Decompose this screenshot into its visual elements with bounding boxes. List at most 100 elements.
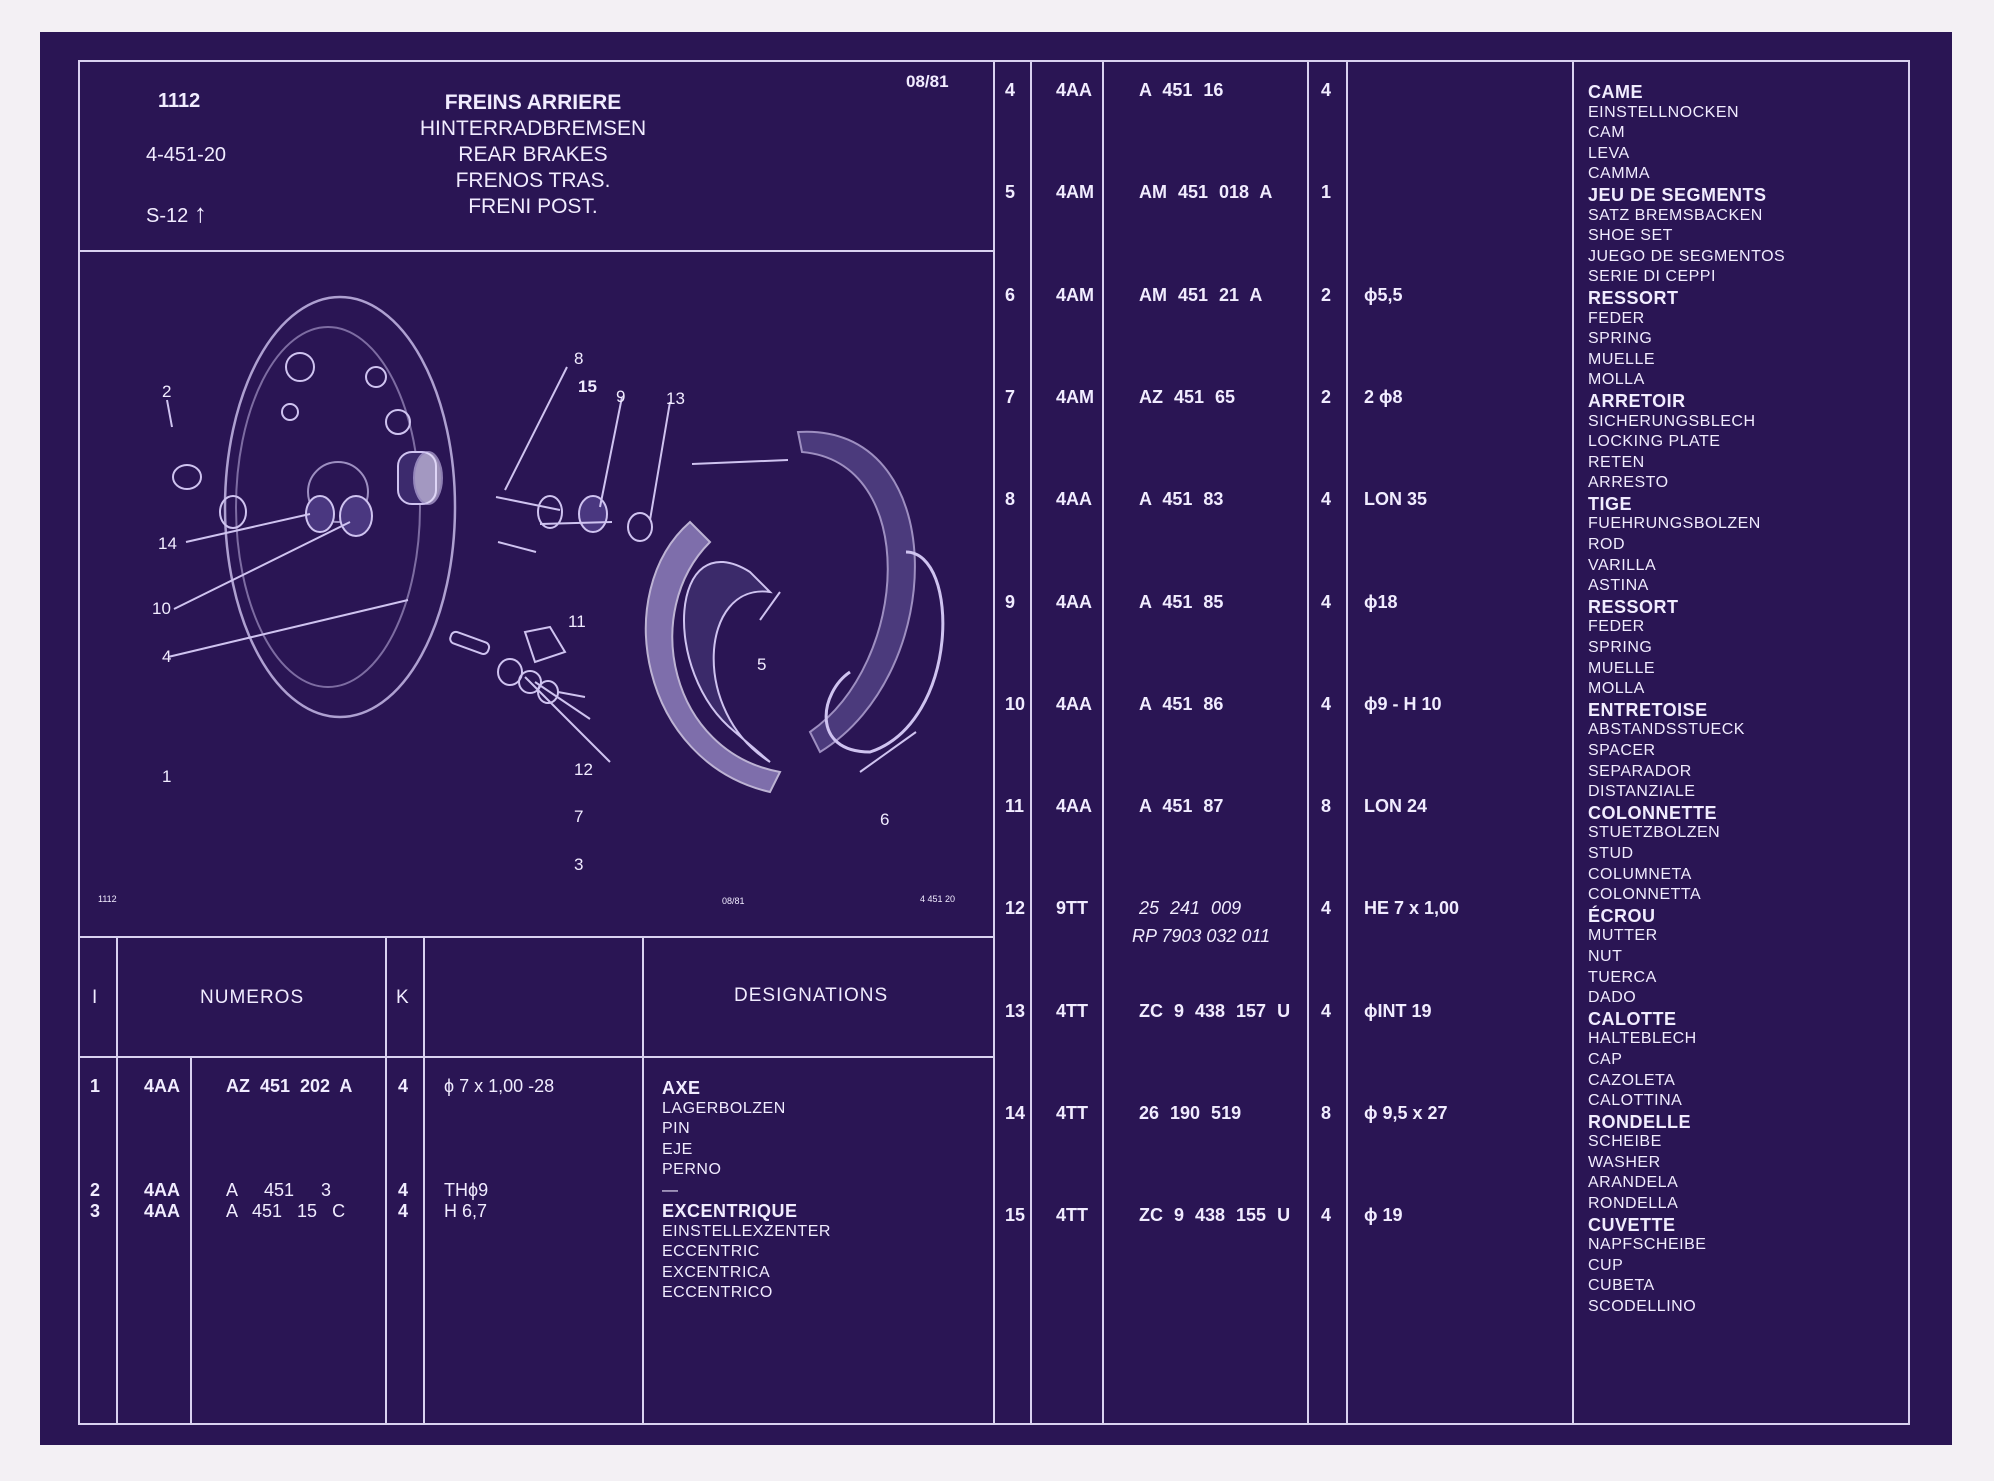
callout-4: 4 [162,647,171,666]
right-row-part2: RP 7903 032 011 [1132,926,1271,947]
right-row-item: 11 [1005,796,1025,817]
right-row-item: 4 [1005,80,1016,100]
designation-line: ASTINA [1588,577,1649,595]
designation-line: JEU DE SEGMENTS [1588,184,1767,205]
right-row-group: 4TT [1056,1103,1089,1123]
designation-line: CUBETA [1588,1277,1655,1295]
designation-line: ABSTANDSSTUECK [1588,721,1745,739]
designation-line: NAPFSCHEIBE [1588,1236,1707,1254]
callout-12: 12 [574,760,593,779]
callout-13: 13 [666,389,685,408]
right-row-spec: 2 ϕ8 [1364,386,1403,407]
callout-2: 2 [162,382,171,401]
callout-7: 7 [574,807,583,826]
title-es: FRENOS TRAS. [455,169,611,192]
issue-date: 08/81 [906,72,949,91]
designation-line: RESSORT [1588,596,1679,617]
designation-line: VARILLA [1588,556,1657,574]
designation-line: COLUMNETA [1588,865,1692,883]
col-line [1030,60,1032,1425]
col-item: I [92,987,99,1008]
film-slide [40,32,1952,1445]
designation-line: FUEHRUNGSBOLZEN [1588,515,1761,533]
right-row-group: 4TT [1056,1205,1089,1226]
right-row-qty: 2 [1321,386,1332,407]
right-row-item: 12 [1005,898,1026,919]
right-row-qty: 4 [1321,591,1332,612]
designation-line: WASHER [1588,1153,1661,1171]
right-row-group: 4AA [1056,591,1093,612]
right-row-spec: ϕ5,5 [1364,284,1403,305]
right-row-part: AZ 451 65 [1139,386,1236,407]
designation-line: ÉCROU [1588,905,1656,926]
right-row-part: A 451 85 [1139,591,1224,612]
designation-line: HALTEBLECH [1588,1030,1697,1048]
drawing-footer-date: 08/81 [722,896,745,906]
right-row-item: 10 [1005,693,1026,714]
right-row-part: A 451 16 [1139,80,1224,100]
designation-line: ARRESTO [1588,474,1669,492]
row-part: A 451 3 [226,1180,332,1200]
row-spec: ϕ 7 x 1,00 -28 [444,1076,555,1096]
right-row-spec: LON 24 [1364,796,1428,817]
right-row-qty: 4 [1321,489,1332,510]
designation-line: SCHEIBE [1588,1133,1662,1151]
right-row-item: 5 [1005,182,1016,203]
right-row-item: 14 [1005,1103,1026,1123]
col-line [642,936,644,1425]
designation-line: LEVA [1588,144,1630,162]
row-group: 4AA [144,1201,181,1221]
callout-1: 1 [162,767,171,786]
designation-line: CAM [1588,124,1626,142]
designation-line: CUP [1588,1256,1624,1274]
right-row-spec: LON 35 [1364,489,1428,510]
callout-9: 9 [616,387,625,406]
row-group: 4AA [144,1180,181,1200]
designation-line: ARANDELA [1588,1174,1679,1192]
right-row-item: 15 [1005,1205,1026,1226]
right-row-qty: 4 [1321,1205,1332,1226]
designation-line: ROD [1588,536,1626,554]
row-qty: 4 [398,1180,409,1200]
right-row-part: ZC 9 438 157 U [1139,1000,1291,1021]
designation-line: MOLLA [1588,371,1645,389]
designation-line: STUD [1588,844,1634,862]
row-group: 4AA [144,1076,181,1096]
designation-line: SHOE SET [1588,227,1673,245]
designation-line: ARRETOIR [1588,390,1686,411]
frame-right [1908,60,1910,1425]
column-head-divider [78,1056,993,1058]
desc-line: ECCENTRICO [662,1284,773,1301]
desc-line: PIN [662,1120,691,1137]
row-spec: THϕ9 [444,1180,489,1200]
right-row-item: 7 [1005,386,1016,407]
right-row-spec: ϕINT 19 [1364,1000,1432,1021]
designation-line: TIGE [1588,493,1633,514]
desc-line: ECCENTRIC [662,1243,760,1260]
drawing-footer-code: 1112 [98,894,117,904]
row-item: 1 [90,1076,101,1096]
designation-line: MUELLE [1588,350,1656,368]
right-row-qty: 8 [1321,796,1332,817]
right-row-spec: ϕ9 - H 10 [1364,693,1442,714]
designation-line: SICHERUNGSBLECH [1588,412,1756,430]
right-row-part: A 451 83 [1139,489,1224,510]
parts-sheet: 1112 4-451-20 S-12 ↑ 08/81 FREINS ARRIER… [78,60,1910,1425]
right-row-group: 4AM [1056,182,1095,203]
right-row-spec: ϕ 19 [1364,1205,1403,1226]
col-line [1102,60,1104,1425]
title-fr: FREINS ARRIERE [444,91,622,114]
row-item: 2 [90,1180,101,1200]
title-de: HINTERRADBREMSEN [419,117,647,140]
col-line [1346,60,1348,1425]
desc-line: EXCENTRICA [662,1263,771,1281]
designation-line: SEPARADOR [1588,762,1692,780]
right-row-qty: 2 [1321,284,1332,305]
col-numeros: NUMEROS [200,987,305,1008]
right-row-item: 6 [1005,284,1016,305]
right-row-group: 4AA [1056,489,1093,510]
right-row-qty: 8 [1321,1103,1332,1123]
right-row-group: 4AM [1056,386,1095,407]
designation-line: FEDER [1588,309,1645,327]
right-row-part: ZC 9 438 155 U [1139,1205,1291,1226]
